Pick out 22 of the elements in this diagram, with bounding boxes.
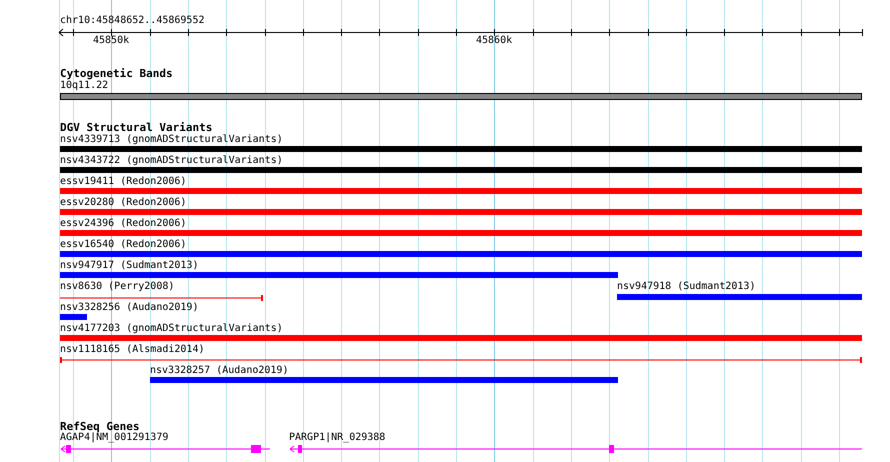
- variant-label: nsv4177203 (gnomADStructuralVariants): [60, 323, 283, 334]
- variant-label: essv19411 (Redon2006): [60, 176, 186, 187]
- variant-label: nsv4339713 (gnomADStructuralVariants): [60, 134, 283, 145]
- tick-label: 45850k: [93, 35, 130, 46]
- variant-label: essv24396 (Redon2006): [60, 218, 186, 229]
- track-heading: Cytogenetic Bands: [60, 68, 173, 79]
- variant-label: essv20280 (Redon2006): [60, 197, 186, 208]
- variant-label: nsv3328256 (Audano2019): [60, 302, 198, 313]
- coordinate-label: chr10:45848652..45869552: [60, 15, 204, 26]
- gene-label: PARGP1|NR_029388: [289, 432, 386, 443]
- variant-label: nsv8630 (Perry2008): [60, 281, 174, 292]
- variant-label: nsv947917 (Sudmant2013): [60, 260, 198, 271]
- track-heading: DGV Structural Variants: [60, 122, 212, 133]
- band-label: 10q11.22: [60, 80, 108, 91]
- gene-label: AGAP4|NM_001291379: [60, 432, 168, 443]
- variant-label: essv16540 (Redon2006): [60, 239, 186, 250]
- variant-label: nsv4343722 (gnomADStructuralVariants): [60, 155, 283, 166]
- track-heading: RefSeq Genes: [60, 421, 140, 432]
- variant-label: nsv1118165 (Alsmadi2014): [60, 344, 204, 355]
- variant-label: nsv3328257 (Audano2019): [150, 365, 288, 376]
- tick-label: 45860k: [476, 35, 512, 46]
- variant-label: nsv947918 (Sudmant2013): [617, 281, 756, 292]
